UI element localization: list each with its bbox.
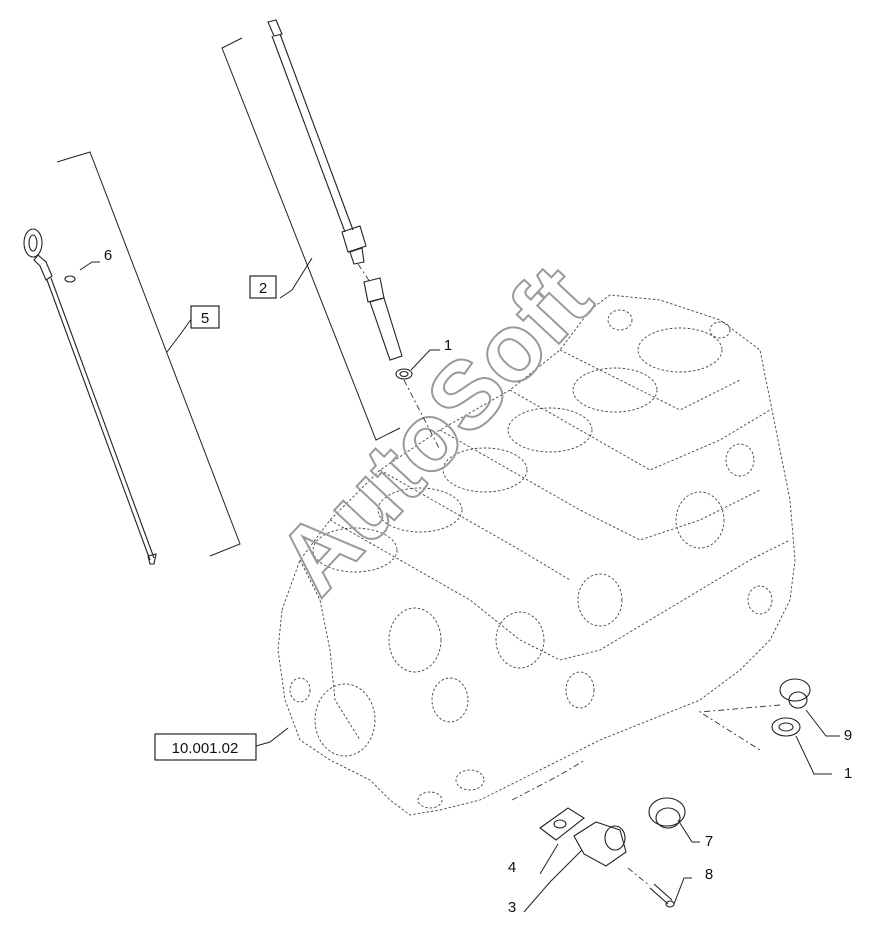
gasket-part-4 [539, 807, 585, 841]
bracket-group-2 [221, 37, 401, 441]
callout-1-right: 1 [844, 765, 852, 782]
leader-lines [79, 257, 840, 913]
washer-part-1 [771, 717, 801, 737]
plug-part-9 [779, 678, 811, 709]
bracket-group-5 [56, 151, 241, 557]
elbow-part-3 [573, 821, 627, 867]
engine-block [277, 294, 796, 816]
callout-box-2 [249, 275, 277, 299]
centerline-plug [698, 704, 781, 751]
callout-3: 3 [508, 899, 516, 916]
callout-2: 2 [259, 280, 267, 297]
centerline-bolt [627, 867, 651, 887]
callout-7: 7 [705, 833, 713, 850]
bolt-part-8 [649, 883, 675, 908]
callout-4: 4 [508, 859, 516, 876]
centerline-lower [511, 759, 586, 801]
callout-6: 6 [104, 247, 112, 264]
callout-8: 8 [705, 866, 713, 883]
dipstick-tube-part-2 [267, 19, 441, 451]
dipstick-part-5 [23, 228, 157, 565]
callout-5: 5 [201, 310, 209, 327]
callout-box-5 [190, 305, 220, 329]
cap-part-7 [648, 797, 686, 829]
callout-1-top: 1 [444, 337, 452, 354]
reference-label: 10.001.02 [172, 740, 239, 757]
watermark-text: AutoSoft [257, 245, 612, 614]
reference-box [154, 733, 257, 761]
callout-9: 9 [844, 727, 852, 744]
